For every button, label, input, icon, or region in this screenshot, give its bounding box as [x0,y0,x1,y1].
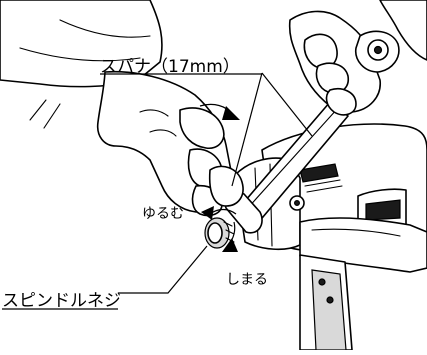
right-hand [288,0,427,116]
tool-body [234,123,427,351]
leader-lines [118,72,313,294]
tighten-label: しまる [226,272,268,288]
labels: スパナ（17mm） ゆるむ しまる スピンドルネジ [2,57,268,311]
left-hand [0,0,244,217]
curved-arrow-icon [199,103,240,252]
spanner-label: スパナ（17mm） [100,57,240,77]
spindle-screw-label: スピンドルネジ [2,291,121,311]
spindle-screw [204,217,235,249]
loosen-label: ゆるむ [142,206,184,222]
